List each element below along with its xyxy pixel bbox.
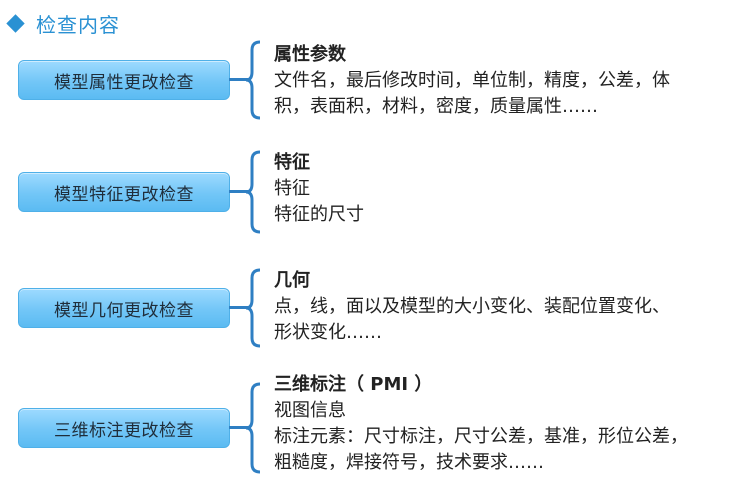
detail-line: 特征的尺寸 [274, 204, 364, 225]
detail-line: 点，线，面以及模型的大小变化、装配位置变化、 [274, 296, 670, 317]
detail-text-block: 特征 特征 特征的尺寸 [274, 150, 741, 228]
check-category-label: 模型属性更改检查 [54, 72, 194, 93]
left-brace-icon [245, 150, 262, 234]
detail-title: 属性参数 [274, 44, 346, 65]
detail-title: 几何 [274, 270, 310, 291]
connector-line [229, 306, 251, 309]
check-category-pill: 模型属性更改检查 [18, 60, 230, 100]
detail-line: 特征 [274, 178, 310, 199]
section-title: 检查内容 [36, 12, 120, 37]
check-category-label: 模型特征更改检查 [54, 184, 194, 205]
check-category-label: 模型几何更改检查 [54, 300, 194, 321]
detail-line: 积，表面积，材料，密度，质量属性…… [274, 96, 598, 117]
detail-line: 文件名，最后修改时间，单位制，精度，公差，体 [274, 70, 670, 91]
connector-line [229, 426, 251, 429]
connector-line [229, 190, 251, 193]
left-brace-icon [245, 268, 262, 348]
detail-line: 标注元素：尺寸标注，尺寸公差，基准，形位公差， [274, 426, 688, 447]
detail-title: 三维标注（ PMI ） [274, 374, 433, 395]
connector-line [229, 78, 251, 81]
section-header: 检查内容 [6, 8, 120, 38]
detail-line: 视图信息 [274, 400, 346, 421]
detail-line: 形状变化…… [274, 322, 382, 343]
detail-text-block: 三维标注（ PMI ） 视图信息 标注元素：尺寸标注，尺寸公差，基准，形位公差，… [274, 372, 741, 476]
detail-title: 特征 [274, 152, 310, 173]
detail-text-block: 几何 点，线，面以及模型的大小变化、装配位置变化、 形状变化…… [274, 268, 741, 346]
diamond-bullet-icon [6, 13, 25, 33]
check-category-pill: 模型特征更改检查 [18, 172, 230, 212]
check-category-pill: 模型几何更改检查 [18, 288, 230, 328]
check-category-label: 三维标注更改检查 [54, 420, 194, 441]
detail-line: 粗糙度，焊接符号，技术要求…… [274, 452, 544, 473]
detail-text-block: 属性参数 文件名，最后修改时间，单位制，精度，公差，体 积，表面积，材料，密度，… [274, 42, 741, 120]
left-brace-icon [245, 40, 262, 120]
left-brace-icon [245, 382, 262, 474]
check-category-pill: 三维标注更改检查 [18, 408, 230, 448]
